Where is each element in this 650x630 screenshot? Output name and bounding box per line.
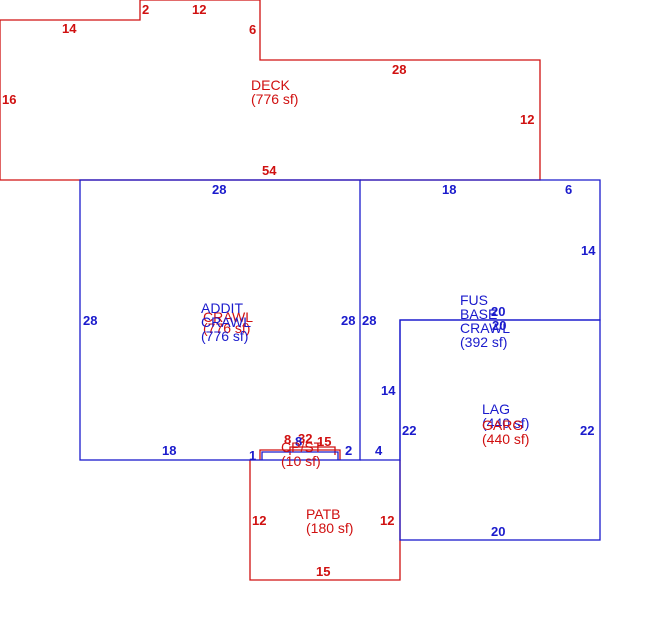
deck-area: (776 sf) bbox=[251, 91, 298, 107]
cp-blue-outline bbox=[261, 451, 339, 460]
lag-area-red: (440 sf) bbox=[482, 431, 529, 447]
patb-dim-right: 12 bbox=[380, 513, 394, 528]
lag-outline bbox=[399, 319, 601, 541]
fus-dim-right: 14 bbox=[581, 243, 596, 258]
fus-dim-inner-side: 14 bbox=[381, 383, 396, 398]
fus-line3: CRAWL bbox=[460, 320, 510, 336]
deck-name: DECK bbox=[251, 77, 291, 93]
addit-dim-left: 28 bbox=[83, 313, 97, 328]
fus-dim-top-right: 6 bbox=[565, 182, 572, 197]
fus-area: (392 sf) bbox=[460, 334, 507, 350]
fus-dim-inner: 20 bbox=[491, 304, 505, 319]
patb-dim-left: 12 bbox=[252, 513, 266, 528]
fus-dim-left: 28 bbox=[362, 313, 376, 328]
addit-dim-bottom: 18 bbox=[162, 443, 176, 458]
lag-dim-left: 22 bbox=[402, 423, 416, 438]
addit-crawl: CRAWL bbox=[201, 314, 251, 330]
lag-name: LAG bbox=[482, 401, 510, 417]
deck-dim-bottom: 54 bbox=[262, 163, 277, 178]
patb-dim-bottom: 15 bbox=[316, 564, 330, 579]
fus-dim-top: 18 bbox=[442, 182, 456, 197]
cp-name: CP/ST bbox=[281, 439, 323, 455]
lag-area-blue: (440 sf) bbox=[482, 415, 529, 431]
deck-dim-notch-side: 2 bbox=[142, 2, 149, 17]
deck-dim-right: 12 bbox=[520, 112, 534, 127]
patb-name: PATB bbox=[306, 506, 341, 522]
fus-name: FUS bbox=[460, 292, 488, 308]
cp-inner-outline bbox=[289, 446, 336, 455]
lag-dim-top: 20 bbox=[492, 318, 506, 333]
fus-dim-bottom: 4 bbox=[375, 443, 383, 458]
addit-name: ADDIT bbox=[201, 300, 243, 316]
deck-dim-step-side: 6 bbox=[249, 22, 256, 37]
deck-dim-left: 16 bbox=[2, 92, 16, 107]
cp-dim-left-blue: 1 bbox=[249, 448, 256, 463]
cp-dim-top: 32 bbox=[298, 431, 312, 446]
fus-line2: BASE bbox=[460, 306, 497, 322]
addit-area: (776 sf) bbox=[201, 328, 248, 344]
cp-dim-blue: 8 bbox=[295, 434, 302, 449]
lag-garg-overlay: GARG bbox=[482, 417, 523, 433]
addit-crawl-overlay-area: (776 sf) bbox=[203, 320, 250, 336]
cp-dim-left: 8 bbox=[284, 432, 291, 447]
addit-dim-top: 28 bbox=[212, 182, 226, 197]
patb-area: (180 sf) bbox=[306, 520, 353, 536]
cp-area: (10 sf) bbox=[281, 453, 321, 469]
cp-dim-bottom: 15 bbox=[317, 434, 331, 449]
deck-dim-step-top: 28 bbox=[392, 62, 406, 77]
lag-dim-right: 22 bbox=[580, 423, 594, 438]
addit-outline bbox=[79, 179, 361, 461]
cp-outline bbox=[259, 449, 341, 460]
addit-dim-right: 28 bbox=[341, 313, 355, 328]
deck-dim-notch-top: 12 bbox=[192, 2, 206, 17]
lag-dim-bottom: 20 bbox=[491, 524, 505, 539]
deck-dim-top-left: 14 bbox=[62, 21, 77, 36]
cp-dim-right: 2 bbox=[345, 443, 352, 458]
addit-crawl-overlay-name: CRAWL bbox=[203, 309, 253, 325]
